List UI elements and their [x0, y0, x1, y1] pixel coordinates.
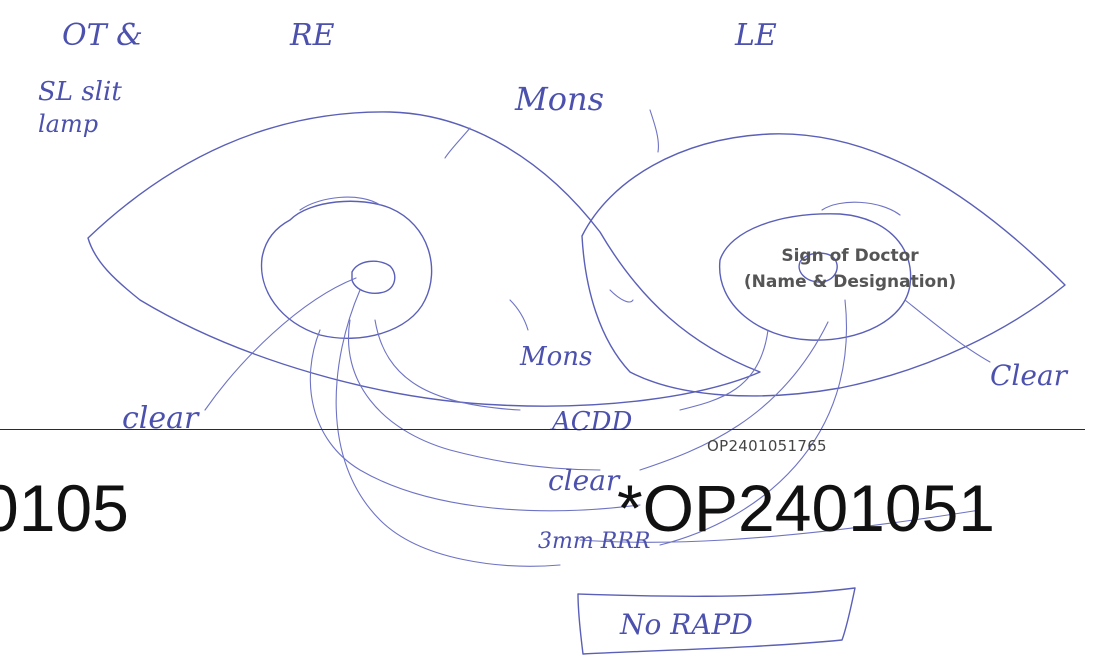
- leader-clear-right: [904, 299, 991, 363]
- left-pupil: [798, 252, 838, 283]
- left-iris-arc: [821, 201, 901, 216]
- hand-right-clear: Clear: [990, 359, 1069, 392]
- hand-center-clear: clear: [548, 464, 621, 497]
- hand-right-eye-label: RE: [289, 18, 335, 53]
- hand-boxed-note: No RAPD: [619, 608, 753, 641]
- barcode-text-left: 0105: [0, 471, 129, 545]
- leader-clear-left: [204, 277, 357, 411]
- left-eye-outline: [581, 133, 1066, 397]
- right-eye-outline: [87, 111, 761, 407]
- doctor-signature-label: Sign of Doctor (Name & Designation): [700, 243, 1000, 295]
- leader-acd: [374, 319, 521, 411]
- hand-pupil-note: 3mm RRR: [538, 529, 650, 554]
- leader-right-acd: [679, 329, 769, 411]
- hand-middle-note: Mons: [519, 342, 592, 372]
- right-pupil: [351, 260, 396, 294]
- leader-mons-top: [444, 127, 471, 159]
- right-iris: [260, 200, 433, 339]
- hand-header-left-3: lamp: [38, 110, 98, 138]
- hand-header-left: OT &: [62, 18, 143, 53]
- op-number-small: OP2401051765: [707, 437, 827, 455]
- barcode-text-right: *OP2401051: [617, 471, 995, 545]
- leader-right-lens: [639, 321, 829, 471]
- leader-mons-top-2: [649, 109, 659, 153]
- leader-mons-mid-2: [609, 289, 634, 303]
- hand-header-left-2: SL slit: [38, 77, 122, 107]
- right-iris-arc: [299, 196, 381, 211]
- hand-left-clear: clear: [122, 401, 200, 436]
- leader-lens-1: [309, 329, 641, 512]
- sign-label-line2: (Name & Designation): [743, 272, 957, 292]
- left-iris: [719, 213, 912, 341]
- trace-bottom: [579, 509, 981, 543]
- leader-lens-2: [348, 319, 601, 471]
- leader-mons-mid: [509, 299, 529, 331]
- hand-left-eye-label: LE: [734, 18, 777, 53]
- leader-right-pupil: [659, 299, 847, 546]
- hand-acd-note: ACDD: [550, 407, 633, 437]
- hand-top-note: Mons: [514, 80, 604, 118]
- sign-label-line1: Sign of Doctor: [781, 246, 919, 266]
- leader-pupil: [335, 289, 561, 567]
- signature-rule: [0, 429, 1085, 430]
- boxed-note-frame: [577, 587, 856, 655]
